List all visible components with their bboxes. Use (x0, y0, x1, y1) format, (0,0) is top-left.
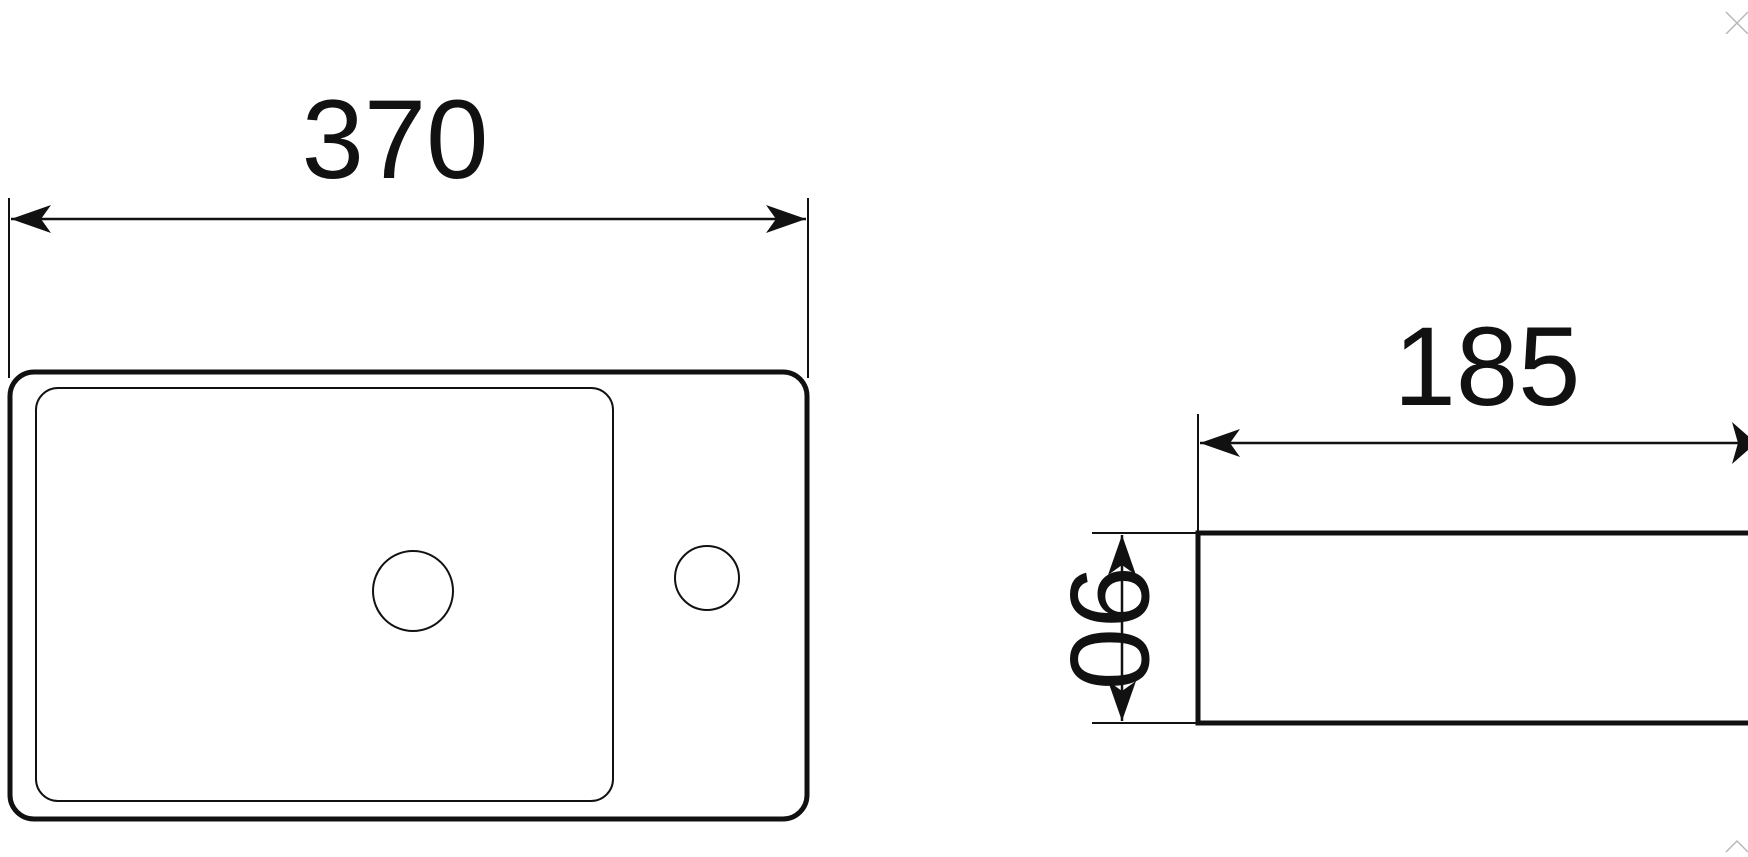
height-dimension-label: 90 (1047, 566, 1172, 691)
basin-outer-outline (7, 369, 810, 822)
close-icon[interactable] (1722, 8, 1748, 34)
top-view: 370 (7, 77, 810, 822)
side-view: 185 90 (1047, 304, 1748, 726)
depth-dimension-label: 185 (1394, 304, 1581, 429)
chevron-up-icon[interactable] (1722, 836, 1748, 857)
width-dimension-label: 370 (302, 77, 489, 202)
side-profile-outline (1195, 530, 1748, 726)
depth-arrow-right-partial (1732, 422, 1748, 464)
tap-hole (674, 545, 740, 611)
basin-bowl-outline (35, 387, 614, 802)
drain-hole (372, 550, 454, 632)
